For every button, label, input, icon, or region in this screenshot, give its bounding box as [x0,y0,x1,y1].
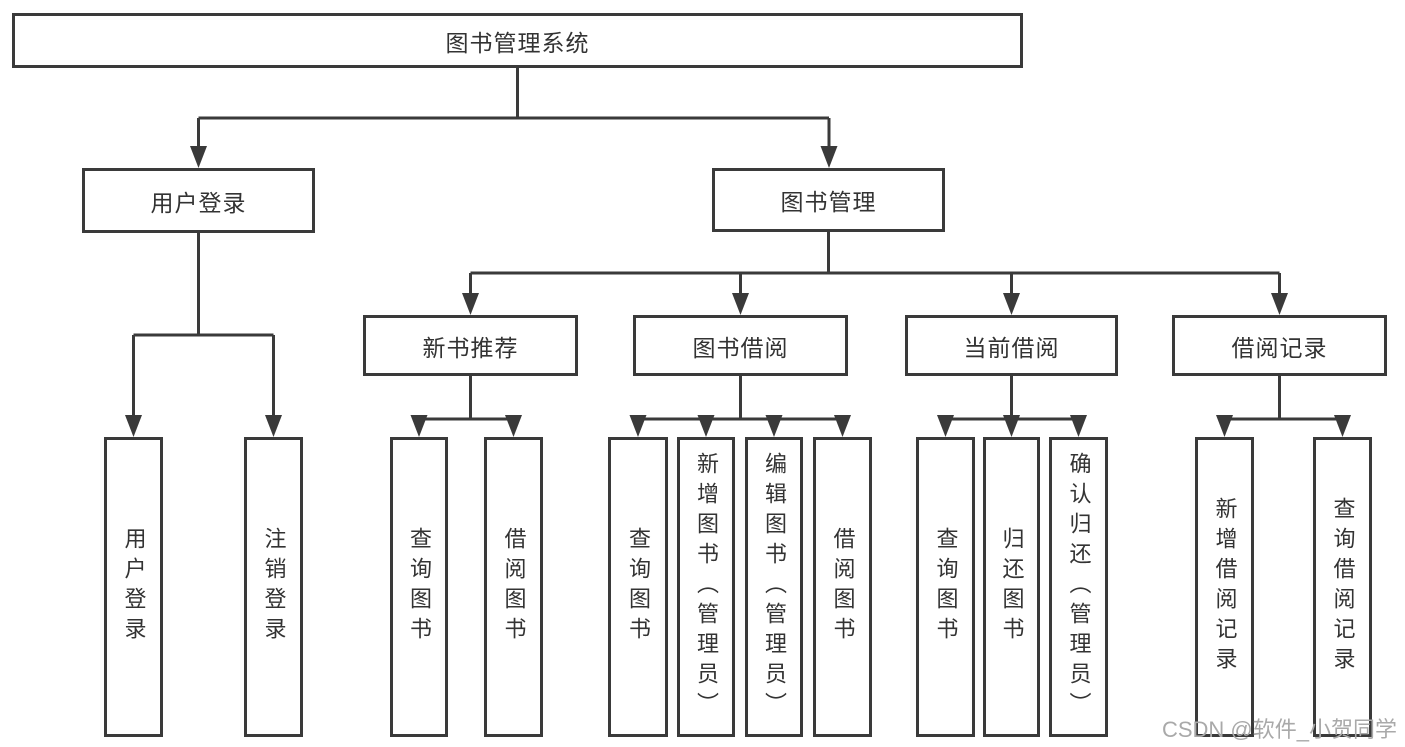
node-label: 查询图书 [407,527,432,647]
node-new-book-recommend: 新书推荐 [363,315,578,376]
leaf-logout: 注销登录 [244,437,303,737]
arrowhead [1216,415,1233,437]
node-label: 查询借阅记录 [1330,497,1356,677]
arrowhead [265,415,282,437]
leaf-borrow-book: 借阅图书 [813,437,872,737]
node-label: 新书推荐 [422,334,519,361]
node-label: 新增图书（管理员） [694,452,719,722]
node-user-login: 用户登录 [82,168,315,233]
leaf-query-books-borrow: 查询图书 [608,437,668,737]
node-book-borrow: 图书借阅 [633,315,848,376]
arrowhead [629,415,647,437]
arrowhead [820,146,838,168]
node-borrow-record: 借阅记录 [1172,315,1387,376]
connector-book-borrow-branch [629,376,851,437]
leaf-add-book-admin: 新增图书（管理员） [677,437,735,737]
leaf-confirm-return-admin: 确认归还（管理员） [1049,437,1108,737]
connector-new-book-branch [410,376,522,437]
node-root-system: 图书管理系统 [12,13,1023,68]
arrowhead [697,415,715,437]
leaf-edit-book-admin: 编辑图书（管理员） [745,437,803,737]
node-label: 注销登录 [261,527,287,647]
node-label: 图书管理 [780,189,877,215]
node-label: 借阅图书 [501,527,527,647]
node-label: 图书借阅 [692,334,789,361]
node-current-borrow: 当前借阅 [905,315,1118,376]
node-label: 查询图书 [626,527,651,647]
arrowhead [190,146,207,168]
node-label: 用户登录 [150,189,247,216]
node-label: 编辑图书（管理员） [762,452,787,722]
arrowhead [505,415,522,437]
arrowhead [1271,293,1288,315]
arrowhead [732,293,749,315]
connector-book-management-branch [462,232,1288,315]
connector-user-login-branch [125,233,282,437]
arrowhead [462,293,479,315]
connector-borrow-record-branch [1216,376,1351,437]
node-label: 当前借阅 [963,334,1060,361]
csdn-watermark: CSDN @软件_小贺同学 [1161,717,1397,742]
leaf-query-books-current: 查询图书 [916,437,975,737]
node-label: 借阅图书 [830,527,856,647]
leaf-return-book: 归还图书 [983,437,1040,737]
connector-current-borrow-branch [937,376,1087,437]
arrowhead [765,415,783,437]
node-label: 借阅记录 [1231,334,1328,361]
arrowhead [834,415,851,437]
leaf-query-borrow-record: 查询借阅记录 [1313,437,1372,737]
arrowhead [1003,293,1020,315]
node-label: 用户登录 [121,527,147,647]
arrowhead [1334,415,1351,437]
node-label: 图书管理系统 [445,29,590,56]
connector-root-branch [190,68,838,168]
leaf-user-login: 用户登录 [104,437,163,737]
leaf-add-borrow-record: 新增借阅记录 [1195,437,1254,737]
arrowhead [125,415,142,437]
arrowhead [937,415,954,437]
arrowhead [1070,415,1087,437]
arrowhead [1003,415,1020,437]
node-label: 新增借阅记录 [1212,497,1238,677]
leaf-borrow-books-recommend: 借阅图书 [484,437,543,737]
node-label: 查询图书 [933,527,959,647]
node-label: 归还图书 [999,527,1025,647]
node-label: 确认归还（管理员） [1066,452,1092,722]
node-book-management: 图书管理 [712,168,945,232]
leaf-query-books-recommend: 查询图书 [390,437,448,737]
arrowhead [410,415,428,437]
